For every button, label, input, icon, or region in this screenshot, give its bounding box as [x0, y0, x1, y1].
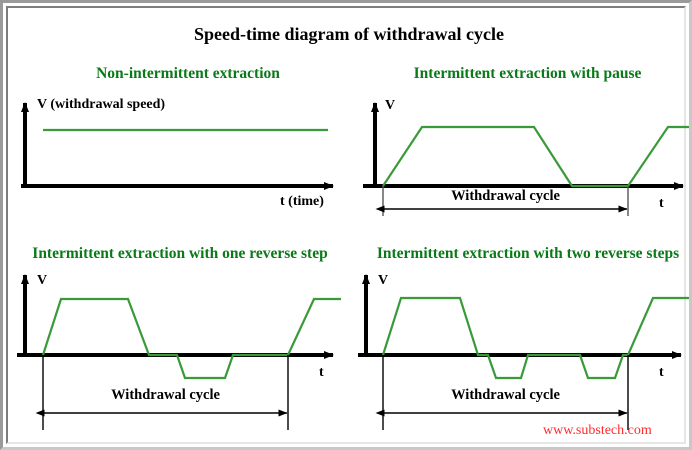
q3-cycle-label: Withdrawal cycle — [111, 387, 220, 403]
inner-frame-bevel — [6, 6, 686, 444]
page-title: Speed-time diagram of withdrawal cycle — [194, 24, 504, 44]
q1-x-axis-label: t (time) — [280, 194, 324, 209]
source-watermark: www.substech.com — [543, 423, 652, 438]
q4-cycle-label: Withdrawal cycle — [451, 387, 560, 403]
q3-y-axis-label: V — [37, 273, 48, 288]
q4-y-axis-label: V — [378, 273, 389, 288]
q2-y-axis-label: V — [385, 98, 396, 113]
panel-q2-plot — [363, 102, 689, 216]
panel-q1-plot — [21, 102, 334, 190]
q4-x-axis-label: t — [659, 365, 664, 380]
q4-speed-curve — [381, 296, 689, 380]
q1-y-axis-label: V (withdrawal speed) — [37, 97, 166, 112]
panel-q4-plot — [358, 274, 689, 430]
panel-title-one-reverse-step: Intermittent extraction with one reverse… — [32, 245, 328, 262]
panel-title-two-reverse-steps: Intermittent extraction with two reverse… — [376, 245, 680, 262]
q3-speed-curve — [41, 297, 341, 380]
panel-title-non-intermittent: Non-intermittent extraction — [96, 65, 280, 82]
q2-speed-curve — [382, 125, 689, 188]
q2-x-axis-label: t — [659, 196, 664, 211]
diagram-canvas — [17, 102, 689, 430]
panel-q3-plot — [17, 274, 341, 430]
q3-x-axis-label: t — [319, 365, 324, 380]
panel-title-with-pause: Intermittent extraction with pause — [413, 65, 642, 82]
q2-cycle-label: Withdrawal cycle — [451, 188, 560, 204]
